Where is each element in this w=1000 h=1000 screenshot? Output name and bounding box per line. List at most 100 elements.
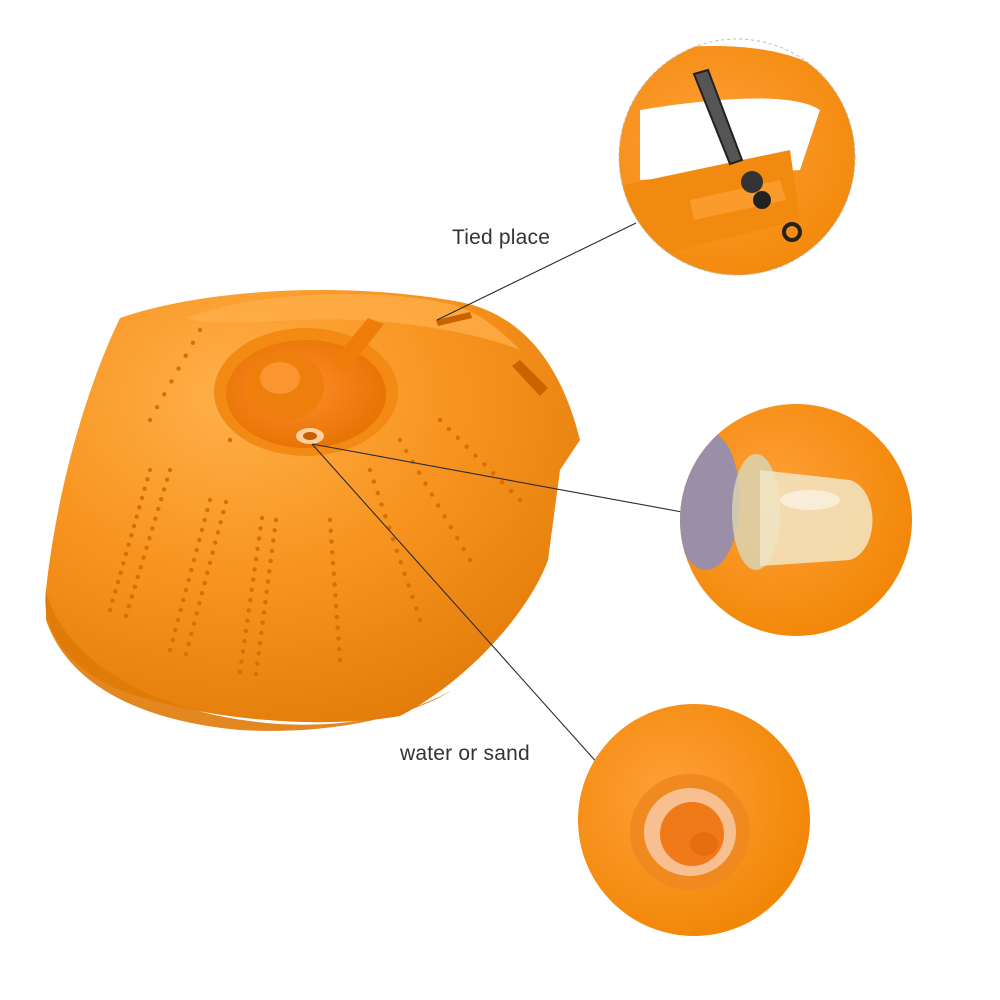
texture-dot — [253, 671, 259, 677]
texture-dot — [337, 657, 343, 663]
texture-dot — [126, 542, 131, 547]
texture-dot — [147, 467, 153, 473]
texture-dot — [183, 587, 189, 593]
texture-dot — [242, 639, 247, 644]
texture-dot — [162, 392, 167, 397]
texture-dot — [176, 366, 181, 371]
texture-dot — [147, 535, 152, 541]
texture-dot — [260, 620, 265, 625]
texture-dot — [183, 651, 189, 657]
texture-dot — [379, 502, 384, 507]
leader-lines — [311, 222, 683, 767]
texture-dot — [205, 570, 210, 576]
texture-dot — [473, 453, 478, 458]
texture-dot — [183, 353, 188, 358]
texture-dot — [138, 565, 143, 570]
texture-dot — [455, 435, 460, 440]
texture-dot — [194, 611, 199, 616]
texture-dot — [256, 651, 261, 656]
texture-dot — [404, 448, 409, 454]
texture-dot — [398, 560, 403, 565]
texture-dot — [205, 507, 210, 513]
texture-dot — [252, 567, 257, 572]
texture-dot — [113, 589, 118, 594]
texture-dot — [243, 628, 249, 634]
leader-fill-hole — [311, 443, 601, 767]
texture-dot — [390, 537, 396, 542]
texture-dot — [334, 614, 340, 620]
texture-dot — [333, 603, 339, 609]
texture-dot — [240, 649, 246, 654]
texture-dot — [186, 641, 191, 647]
texture-dot — [429, 492, 435, 497]
dot-texture — [107, 327, 523, 677]
texture-dot — [413, 606, 419, 611]
texture-dot — [145, 477, 150, 482]
texture-dot — [186, 577, 191, 583]
leader-tied-place — [436, 222, 637, 321]
texture-dot — [327, 517, 333, 523]
texture-dot — [164, 477, 170, 482]
texture-dot — [402, 571, 407, 577]
texture-dot — [207, 497, 213, 503]
texture-dot — [253, 556, 259, 562]
texture-dot — [397, 437, 403, 443]
texture-dot — [367, 467, 373, 473]
texture-dot — [178, 607, 183, 613]
texture-dot — [175, 617, 181, 623]
texture-dot — [442, 514, 447, 519]
texture-dot — [169, 379, 174, 384]
texture-dot — [190, 340, 196, 346]
texture-dot — [147, 417, 153, 423]
texture-dot — [170, 637, 175, 643]
texture-dot — [435, 503, 441, 508]
texture-dot — [213, 540, 218, 545]
texture-dot — [137, 505, 142, 510]
texture-dot — [394, 548, 400, 553]
texture-dot — [167, 467, 173, 473]
texture-dot — [251, 577, 256, 582]
texture-dot — [467, 557, 473, 563]
texture-dot — [141, 555, 146, 560]
texture-dot — [129, 594, 135, 599]
label-tied-place: Tied place — [452, 226, 551, 249]
texture-dot — [239, 659, 244, 664]
texture-dot — [142, 486, 147, 491]
texture-dot — [267, 569, 272, 574]
texture-dot — [154, 404, 160, 410]
texture-dot — [118, 570, 123, 575]
texture-dot — [272, 528, 277, 533]
texture-dot — [135, 574, 140, 580]
texture-dot — [329, 539, 334, 544]
texture-dot — [199, 527, 205, 533]
texture-dot — [255, 661, 260, 666]
texture-dot — [248, 597, 253, 603]
texture-dot — [330, 560, 336, 566]
detail-tie-point — [618, 38, 856, 276]
texture-dot — [375, 490, 380, 496]
texture-dot — [159, 497, 164, 502]
texture-dot — [115, 579, 121, 585]
texture-dot — [259, 630, 264, 636]
texture-dot — [161, 487, 167, 492]
texture-dot — [202, 517, 207, 523]
texture-dot — [333, 593, 338, 598]
texture-dot — [126, 604, 132, 609]
texture-dot — [257, 641, 263, 646]
texture-dot — [246, 608, 251, 613]
texture-dot — [508, 488, 514, 494]
texture-dot — [383, 513, 388, 519]
texture-dot — [406, 583, 411, 588]
texture-dot — [123, 551, 129, 557]
texture-dot — [330, 550, 335, 555]
sinker-cone-body — [45, 290, 580, 731]
texture-dot — [191, 621, 197, 626]
leader-plug — [311, 443, 683, 513]
texture-dot — [202, 580, 207, 586]
texture-dot — [416, 470, 422, 475]
texture-dot — [331, 571, 337, 577]
texture-dot — [265, 579, 271, 584]
texture-dot — [167, 647, 173, 653]
texture-dot — [215, 530, 221, 535]
